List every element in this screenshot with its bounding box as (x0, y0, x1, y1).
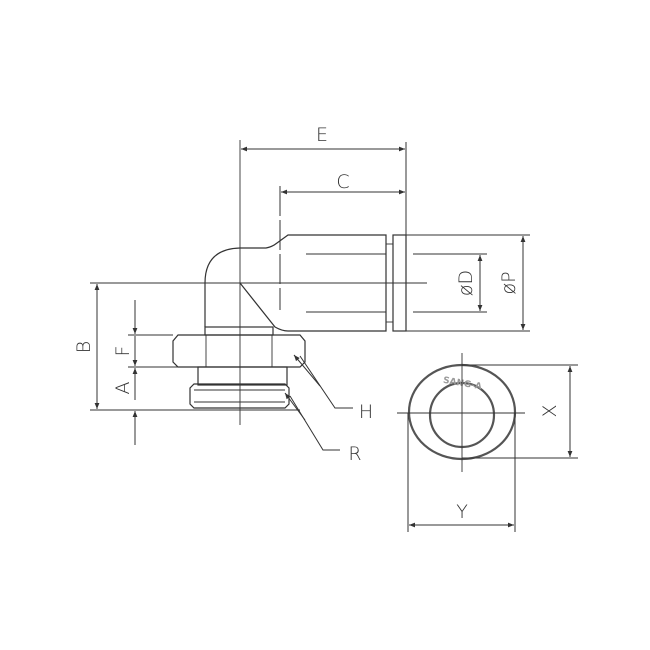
end-view: SANG-A X Y (397, 353, 578, 532)
label-F: F (112, 346, 134, 357)
dimension-C: C (279, 171, 405, 310)
label-A: A (112, 382, 134, 395)
label-D: øD (455, 270, 477, 296)
dimension-F: F (112, 300, 300, 368)
label-P: øP (498, 271, 520, 294)
label-H: H (359, 401, 373, 423)
neck (204, 326, 274, 336)
label-E: E (316, 124, 328, 146)
tube-outline (406, 234, 530, 332)
leader-H: H (293, 354, 373, 423)
dimension-P: øP (498, 236, 526, 330)
label-Y: Y (456, 501, 468, 523)
label-X: X (539, 404, 561, 417)
thread (189, 366, 290, 409)
leader-R: R (284, 392, 362, 465)
label-C: C (336, 171, 349, 193)
dimension-E: E (241, 124, 407, 240)
dimension-D: øD (455, 255, 483, 311)
dimension-A: A (112, 368, 138, 445)
label-R: R (348, 443, 361, 465)
dimension-B: B (73, 284, 300, 411)
hex-nut (172, 334, 306, 368)
label-B: B (73, 341, 95, 353)
